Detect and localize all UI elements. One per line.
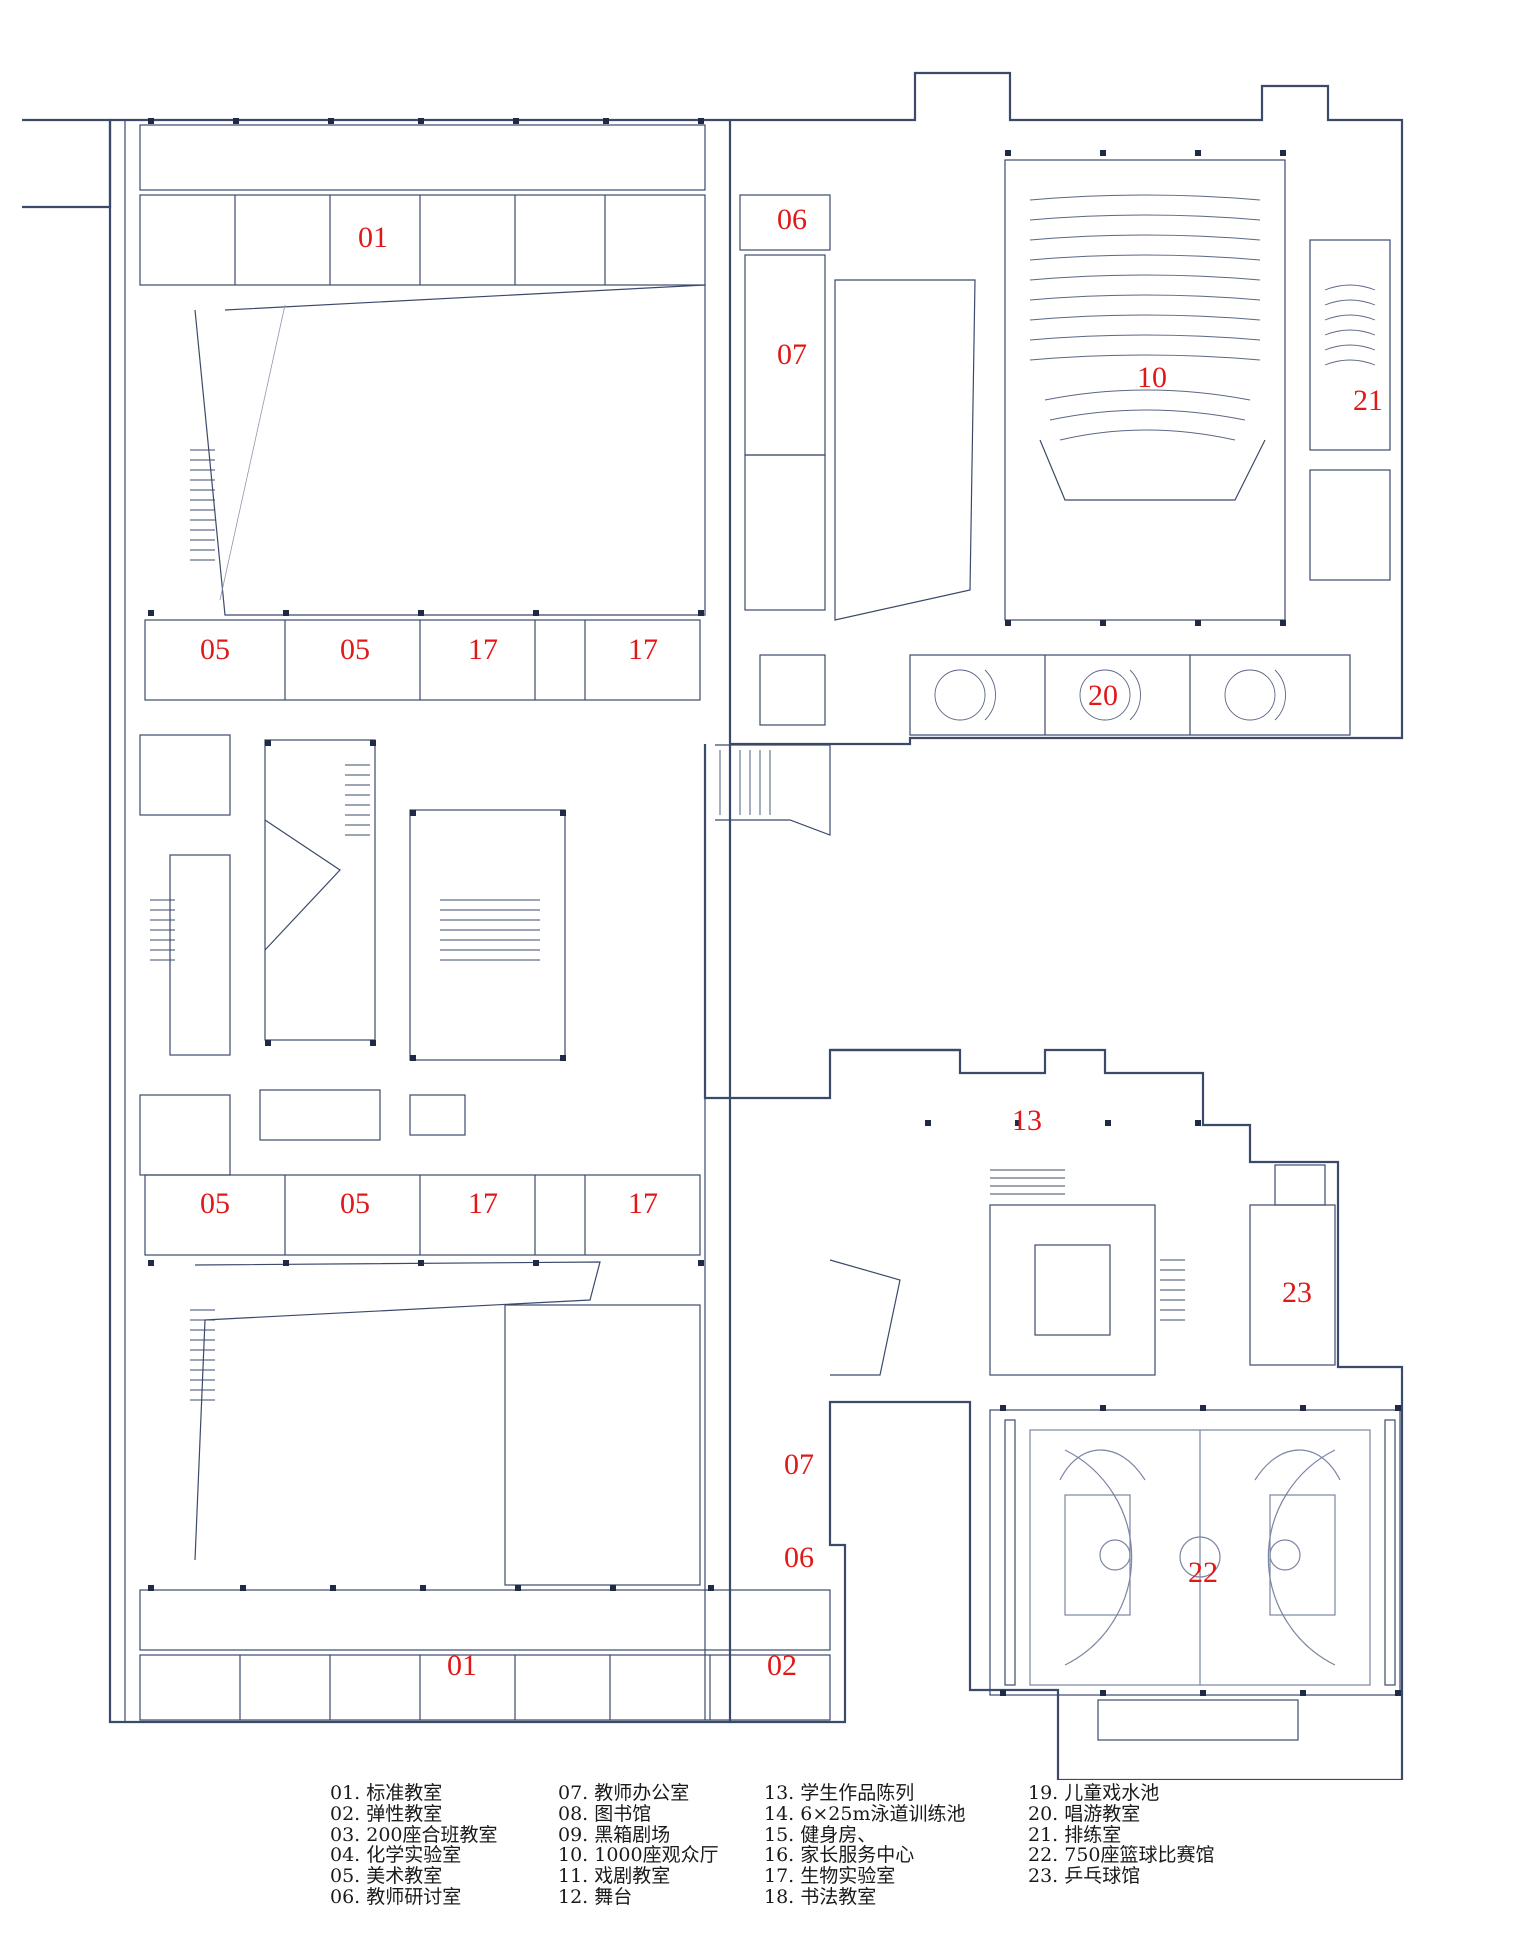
legend-item: 09. 黑箱剧场 xyxy=(558,1823,671,1846)
legend-column-1: 01. 标准教室 02. 弹性教室 03. 200座合班教室 04. 化学实验室… xyxy=(330,1783,558,1948)
legend-item: 18. 书法教室 xyxy=(764,1885,877,1908)
label-23-table-tennis: 23 xyxy=(1282,1276,1312,1309)
legend-item: 03. 200座合班教室 xyxy=(330,1823,498,1846)
legend-item: 05. 美术教室 xyxy=(330,1865,443,1888)
legend-item: 06. 教师研讨室 xyxy=(330,1885,462,1908)
legend-item: 10. 1000座观众厅 xyxy=(558,1844,719,1867)
legend-item: 16. 家长服务中心 xyxy=(764,1844,915,1867)
label-17-c: 17 xyxy=(468,1187,498,1220)
legend-item: 22. 750座篮球比赛馆 xyxy=(1028,1844,1215,1867)
label-22-basketball: 22 xyxy=(1188,1556,1218,1589)
legend-item: 11. 戏剧教室 xyxy=(558,1865,671,1888)
legend-item: 15. 健身房、 xyxy=(764,1823,877,1846)
room-labels: 06 01 07 10 21 05 05 17 17 20 13 05 05 1… xyxy=(200,203,1383,1682)
legend: 01. 标准教室 02. 弹性教室 03. 200座合班教室 04. 化学实验室… xyxy=(330,1783,1330,1948)
label-20-singing: 20 xyxy=(1088,679,1118,712)
label-06-south: 06 xyxy=(784,1541,814,1574)
legend-column-2: 07. 教师办公室 08. 图书馆 09. 黑箱剧场 10. 1000座观众厅 … xyxy=(558,1783,764,1948)
exterior-walls xyxy=(22,71,1404,1780)
label-05-b: 05 xyxy=(340,633,370,666)
label-01-north: 01 xyxy=(358,221,388,254)
singing-room-arcs xyxy=(934,669,1286,721)
label-05-c: 05 xyxy=(200,1187,230,1220)
label-17-a: 17 xyxy=(468,633,498,666)
legend-item: 17. 生物实验室 xyxy=(764,1865,896,1888)
label-05-d: 05 xyxy=(340,1187,370,1220)
label-10-auditorium: 10 xyxy=(1137,361,1167,394)
legend-item: 13. 学生作品陈列 xyxy=(764,1782,915,1804)
floor-plan-drawing: 06 01 07 10 21 05 05 17 17 20 13 05 05 1… xyxy=(22,71,1404,1780)
label-05-a: 05 xyxy=(200,633,230,666)
legend-column-3: 13. 学生作品陈列 14. 6×25m泳道训练池 15. 健身房、 16. 家… xyxy=(764,1783,1028,1948)
label-07-north: 07 xyxy=(777,338,807,371)
legend-item: 12. 舞台 xyxy=(558,1885,633,1908)
label-06-north: 06 xyxy=(777,203,807,236)
label-17-d: 17 xyxy=(628,1187,658,1220)
legend-item: 02. 弹性教室 xyxy=(330,1802,443,1825)
legend-item: 04. 化学实验室 xyxy=(330,1844,462,1867)
auditorium-seating xyxy=(1029,194,1376,441)
legend-item: 08. 图书馆 xyxy=(558,1802,652,1825)
legend-item: 20. 唱游教室 xyxy=(1028,1802,1141,1825)
interior-walls xyxy=(139,124,1401,1741)
label-13-gallery: 13 xyxy=(1012,1104,1042,1137)
label-17-b: 17 xyxy=(628,633,658,666)
label-07-south: 07 xyxy=(784,1448,814,1481)
legend-item: 23. 乒乓球馆 xyxy=(1028,1865,1141,1888)
stairs xyxy=(150,449,1185,1401)
legend-column-4: 19. 儿童戏水池 20. 唱游教室 21. 排练室 22. 750座篮球比赛馆… xyxy=(1028,1783,1268,1948)
structural-columns xyxy=(148,118,1401,1696)
legend-item: 19. 儿童戏水池 xyxy=(1028,1782,1160,1804)
label-02-flexible: 02 xyxy=(767,1649,797,1682)
label-01-south: 01 xyxy=(447,1649,477,1682)
label-21-rehearsal: 21 xyxy=(1353,384,1383,417)
legend-item: 21. 排练室 xyxy=(1028,1823,1122,1846)
legend-item: 14. 6×25m泳道训练池 xyxy=(764,1802,966,1825)
legend-item: 01. 标准教室 xyxy=(330,1782,443,1804)
legend-item: 07. 教师办公室 xyxy=(558,1782,690,1804)
